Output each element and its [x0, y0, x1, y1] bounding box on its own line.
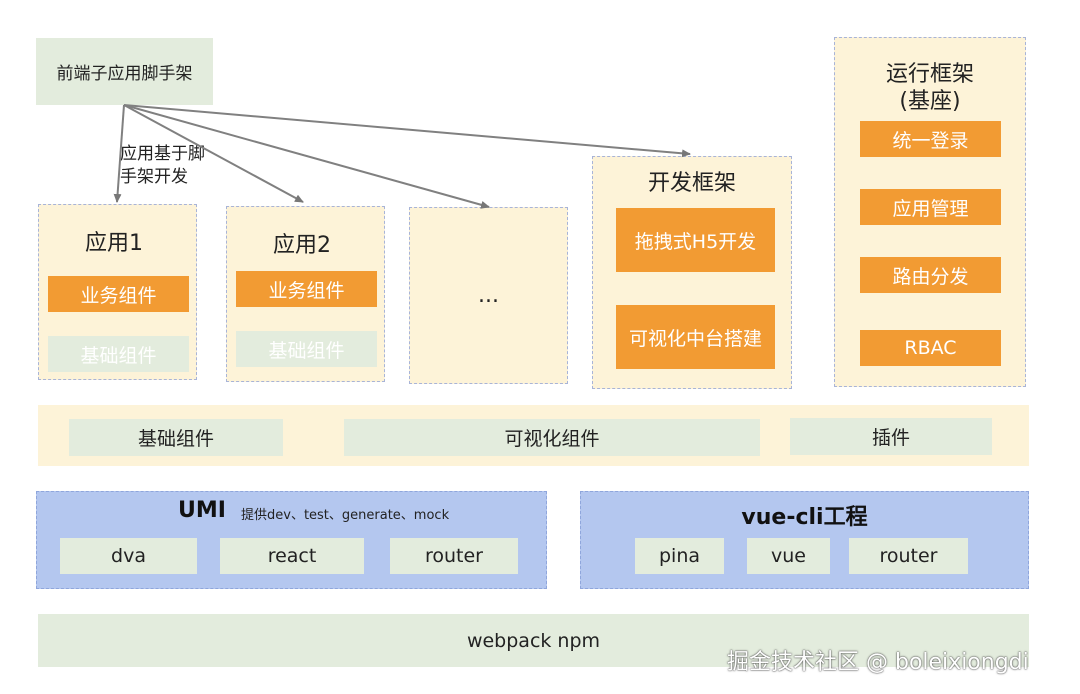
app2-biz-component: 业务组件 [236, 271, 377, 307]
app2-base-component: 基础组件 [236, 331, 377, 367]
scaffold-label: 前端子应用脚手架 [56, 64, 193, 84]
runtime-title-line2: (基座) [899, 89, 961, 114]
arrow-note: 应用基于脚 手架开发 [120, 143, 230, 189]
more-apps-ellipsis: ... [478, 283, 499, 308]
app1-title: 应用1 [85, 231, 143, 256]
shared-layer: 基础组件 可视化组件 插件 [38, 405, 1029, 466]
more-apps-panel: ... [409, 207, 568, 384]
vuecli-title: vue-cli工程 [741, 505, 868, 530]
arrow-to-app2 [123, 104, 304, 203]
app1-biz-component: 业务组件 [48, 276, 189, 312]
runtime-rbac: RBAC [860, 330, 1001, 366]
drag-h5-dev: 拖拽式H5开发 [616, 208, 775, 272]
arrow-to-more [123, 104, 490, 209]
arrow-note-line1: 应用基于脚 [120, 144, 205, 164]
vuecli-panel: vue-cli工程 pina vue router [580, 491, 1029, 589]
runtime-framework-panel: 运行框架 (基座) 统一登录 应用管理 路由分发 RBAC [834, 37, 1026, 387]
app1-panel: 应用1 业务组件 基础组件 [38, 204, 197, 380]
webpack-npm-layer: webpack npm [38, 614, 1029, 667]
app1-base-component: 基础组件 [48, 336, 189, 372]
shared-plugins: 插件 [790, 418, 992, 455]
dev-framework-title: 开发框架 [647, 171, 736, 196]
arrow-note-line2: 手架开发 [120, 167, 188, 187]
vuecli-router: router [849, 538, 968, 574]
webpack-npm-label: webpack npm [466, 629, 601, 652]
umi-react: react [220, 538, 364, 574]
shared-visual-components: 可视化组件 [344, 419, 760, 456]
umi-dva: dva [60, 538, 197, 574]
app2-panel: 应用2 业务组件 基础组件 [226, 206, 385, 382]
scaffold-box: 前端子应用脚手架 [36, 38, 213, 105]
umi-panel: UMI 提供dev、test、generate、mock dva react r… [36, 491, 547, 589]
arrow-to-app1 [113, 104, 125, 203]
vuecli-vue: vue [747, 538, 830, 574]
umi-note: 提供dev、test、generate、mock [241, 508, 450, 523]
visual-platform-build: 可视化中台搭建 [616, 305, 775, 369]
app2-title: 应用2 [273, 233, 331, 258]
umi-router: router [390, 538, 518, 574]
vuecli-pina: pina [635, 538, 724, 574]
runtime-title-line1: 运行框架 [885, 62, 974, 87]
shared-base-components: 基础组件 [69, 419, 283, 456]
runtime-route-dispatch: 路由分发 [860, 257, 1001, 293]
runtime-unified-login: 统一登录 [860, 121, 1001, 157]
dev-framework-panel: 开发框架 拖拽式H5开发 可视化中台搭建 [592, 156, 792, 389]
runtime-app-management: 应用管理 [860, 189, 1001, 225]
watermark: 掘金技术社区 @ boleixiongdi [727, 650, 1029, 675]
arrow-to-devframe [123, 104, 691, 158]
umi-title: UMI [178, 498, 226, 523]
